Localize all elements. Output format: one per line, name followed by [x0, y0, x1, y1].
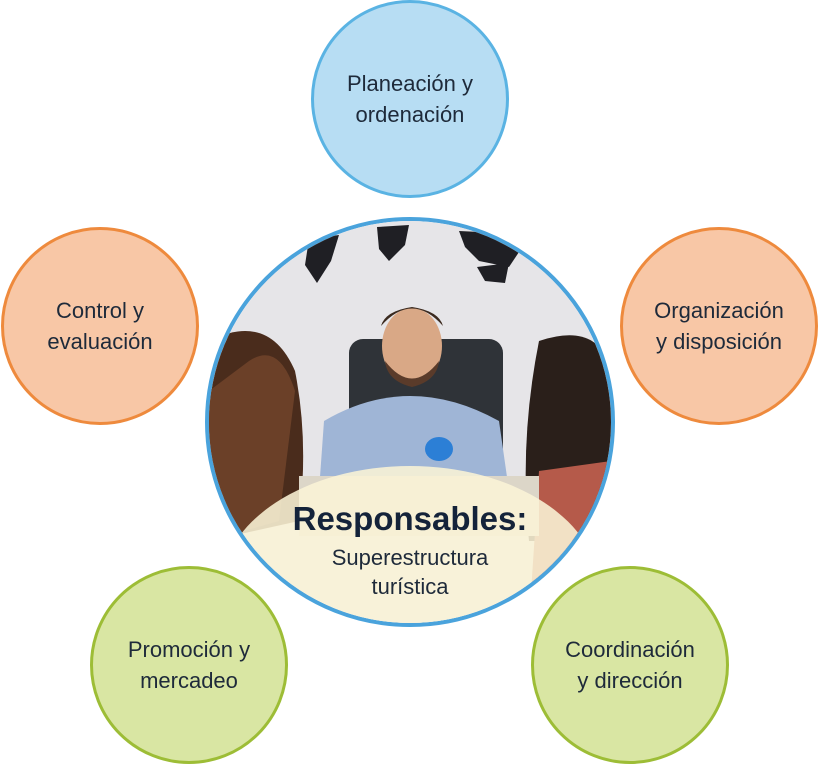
node-control-label: Control y evaluación: [47, 298, 153, 354]
node-control: Control y evaluación: [1, 227, 199, 425]
node-organizacion: Organización y disposición: [620, 227, 818, 425]
center-text: Responsables: Superestructura turística: [209, 499, 611, 601]
node-organizacion-label: Organización y disposición: [654, 298, 784, 354]
node-coordinacion-label: Coordinación y dirección: [565, 637, 695, 693]
center-subtitle: Superestructura turística: [331, 545, 489, 599]
node-planeacion: Planeación y ordenación: [311, 0, 509, 198]
center-title: Responsables:: [292, 500, 528, 537]
node-planeacion-label: Planeación y ordenación: [347, 71, 473, 127]
meeting-photo: [209, 221, 611, 623]
node-coordinacion: Coordinación y dirección: [531, 566, 729, 764]
center-circle: Responsables: Superestructura turística: [205, 217, 615, 627]
node-promocion-label: Promoción y mercadeo: [127, 637, 251, 693]
